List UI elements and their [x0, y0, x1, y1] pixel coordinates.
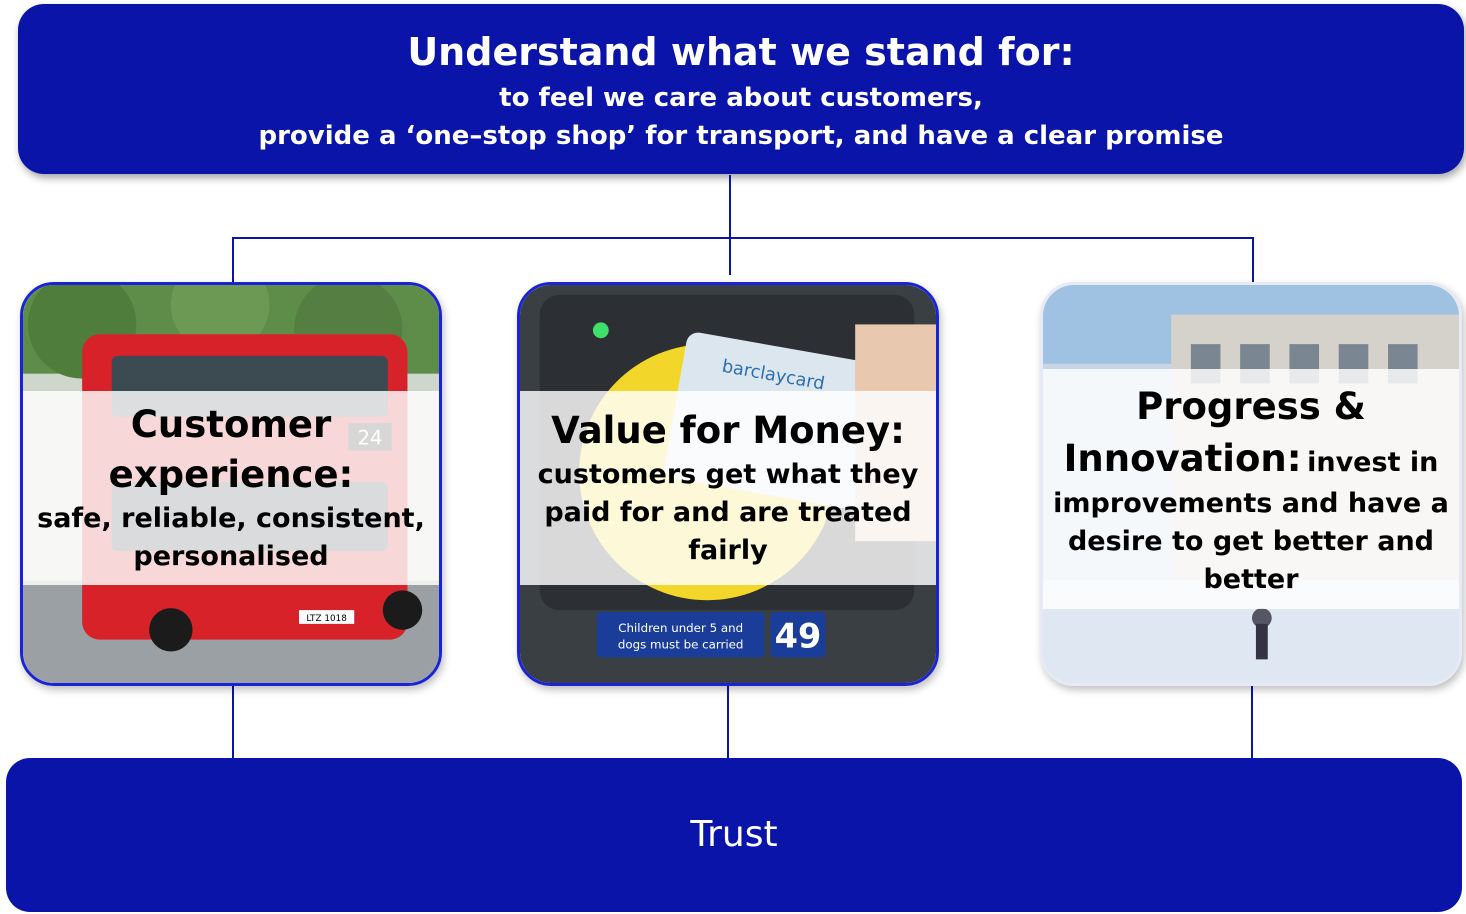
card-caption: Value for Money: customers get what they…: [520, 391, 936, 585]
card-title: Progress & Innovation:: [1063, 385, 1366, 480]
connector-right-down: [1252, 237, 1254, 283]
connector-top-horizontal: [232, 237, 1254, 239]
header-banner: Understand what we stand for: to feel we…: [18, 4, 1464, 174]
reader-number: 49: [775, 617, 822, 656]
card-customer-experience: 24 LTZ 1018 Customer experience: safe, r…: [20, 282, 442, 686]
card-progress-innovation: Progress & Innovation: invest in improve…: [1040, 282, 1462, 686]
card-title: Customer experience:: [108, 403, 354, 496]
connector-top-vertical: [729, 175, 731, 275]
header-line-2: provide a ‘one–stop shop’ for transport,…: [258, 121, 1224, 151]
connector-bottom-middle: [727, 686, 729, 758]
connector-bottom-left: [232, 686, 234, 758]
footer-label: Trust: [690, 814, 778, 855]
card-description: customers get what they paid for and are…: [537, 459, 919, 566]
card-caption: Customer experience: safe, reliable, con…: [23, 391, 439, 585]
card-text-block: Progress & Innovation: invest in improve…: [1043, 381, 1459, 599]
notice-line-2: dogs must be carried: [618, 638, 744, 652]
card-title: Value for Money:: [551, 409, 905, 452]
header-line-1: to feel we care about customers,: [499, 83, 983, 113]
notice-line-1: Children under 5 and: [618, 621, 743, 635]
header-title: Understand what we stand for:: [407, 30, 1075, 74]
card-description: invest in improvements and have a desire…: [1053, 447, 1449, 595]
card-description: safe, reliable, consistent, personalised: [37, 503, 425, 572]
card-caption: Progress & Innovation: invest in improve…: [1043, 369, 1459, 609]
bus-plate-text: LTZ 1018: [306, 614, 347, 624]
connector-bottom-right: [1251, 686, 1253, 758]
card-value-for-money: barclaycard Children under 5 and dogs mu…: [517, 282, 939, 686]
footer-banner: Trust: [6, 758, 1462, 912]
connector-left-down: [232, 237, 234, 283]
